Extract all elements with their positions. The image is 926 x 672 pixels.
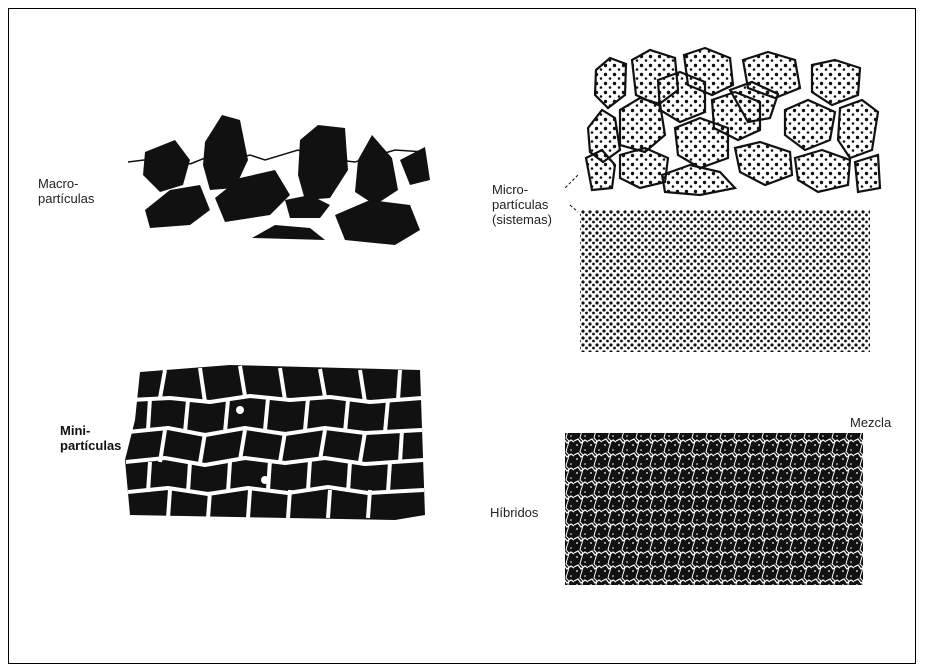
mini-particles-illustration [125, 365, 425, 520]
hybrids-illustration [565, 433, 863, 585]
micro-particles-clusters-illustration [586, 48, 880, 195]
label-hybrids: Híbridos [490, 505, 538, 520]
label-mini-particles: Mini- partículas [60, 423, 121, 453]
label-macro-particles: Macro- partículas [38, 176, 94, 206]
micro-particles-system-illustration [580, 210, 870, 352]
label-micro-particles: Micro- partículas (sistemas) [492, 182, 552, 227]
label-mixture: Mezcla [850, 415, 891, 430]
macro-particles-illustration [128, 115, 430, 245]
